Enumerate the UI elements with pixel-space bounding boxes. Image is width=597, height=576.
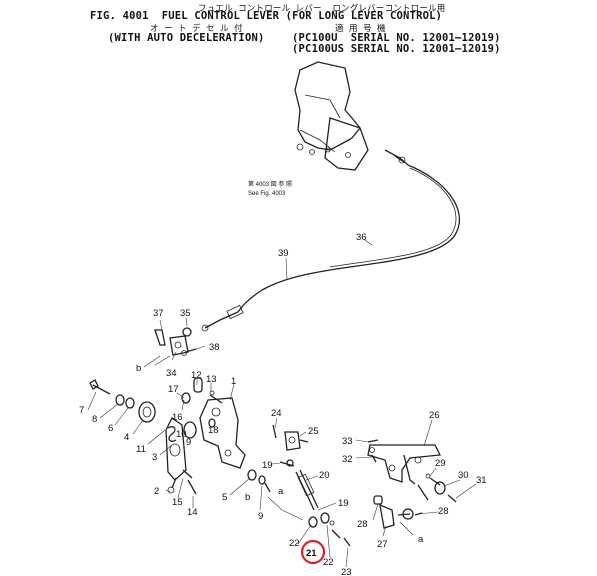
callout-1: 1	[231, 376, 236, 387]
callout-10: 10	[176, 429, 187, 440]
callout-22-right: 22	[323, 557, 334, 568]
callout-22-left: 22	[289, 538, 300, 549]
ref-a-right: a	[418, 534, 424, 545]
callout-28-upper: 28	[357, 519, 368, 530]
callout-37: 37	[153, 308, 164, 319]
callout-5: 5	[222, 492, 227, 503]
callout-21: 21	[306, 548, 317, 559]
callout-17: 17	[168, 384, 179, 395]
highlight-circle	[300, 539, 326, 565]
see-fig-4003-jp: 第 4003 図 参 照	[248, 180, 292, 188]
callout-19-lower: 19	[338, 498, 349, 509]
callout-9: 9	[186, 437, 191, 448]
right-bracket-assembly	[367, 439, 457, 529]
upper-bracket	[294, 61, 409, 171]
callout-33: 33	[342, 436, 353, 447]
callout-31: 31	[476, 475, 487, 486]
callout-14: 14	[187, 507, 198, 518]
center-linkage	[272, 424, 351, 547]
callout-16: 16	[172, 412, 183, 423]
callout-32: 32	[342, 454, 353, 465]
control-cable	[201, 164, 461, 332]
ref-b-upper: b	[136, 363, 141, 374]
callout-7: 7	[79, 405, 84, 416]
callout-3: 3	[152, 452, 157, 463]
see-fig-4003: See Fig. 4003	[248, 191, 286, 197]
callout-6: 6	[108, 423, 113, 434]
callout-2: 2	[154, 486, 159, 497]
callout-15: 15	[172, 497, 183, 508]
callout-4: 4	[124, 432, 129, 443]
callout-25: 25	[308, 426, 319, 437]
figure-title: FIG. 4001 FUEL CONTROL LEVER (FOR LONG L…	[90, 10, 443, 22]
callout-12: 12	[191, 370, 202, 381]
japanese-subtitle-2: 適 用 号 機	[335, 24, 386, 34]
callout-23: 23	[341, 567, 352, 576]
lever-assembly-left	[89, 377, 271, 495]
callout-30: 30	[458, 470, 469, 481]
callout-11: 11	[136, 444, 146, 455]
callout-35: 35	[180, 308, 191, 319]
callout-39: 39	[278, 248, 289, 259]
serial-range-pc100u: (PC100U SERIAL NO. 12001—12019)	[292, 32, 501, 44]
cable-clamp-group	[154, 327, 197, 356]
highlighted-part-21: 21	[300, 539, 326, 565]
callout-24: 24	[271, 408, 282, 419]
callout-8: 8	[92, 414, 97, 425]
callout-27: 27	[377, 539, 388, 550]
callout-26: 26	[429, 410, 440, 421]
ref-a-left: a	[278, 486, 284, 497]
japanese-subtitle-1: オ ー ト デ セ ル 付	[150, 24, 243, 34]
deceleration-note: (WITH AUTO DECELERATION)	[108, 32, 265, 44]
callout-36: 36	[356, 232, 367, 243]
callout-38: 38	[209, 342, 220, 353]
callout-20: 20	[319, 470, 330, 481]
ref-b-lower: b	[245, 492, 250, 503]
callout-18: 18	[208, 425, 219, 436]
callout-28-right: 28	[438, 506, 449, 517]
serial-range-pc100us: (PC100US SERIAL NO. 12001—12019)	[292, 43, 501, 55]
callout-29: 29	[435, 458, 446, 469]
leader-lines	[87, 239, 477, 568]
callout-labels: 36 39 37 35 38 34 b 7 8 6 4 11 3 2 15 14…	[79, 232, 487, 576]
callout-13: 13	[206, 374, 217, 385]
callout-19-upper: 19	[262, 460, 273, 471]
callout-34: 34	[166, 368, 177, 379]
callout-9b: 9	[258, 511, 263, 522]
japanese-title: フュエル コントロール レバー ロングレバーコントロール用	[198, 4, 446, 14]
